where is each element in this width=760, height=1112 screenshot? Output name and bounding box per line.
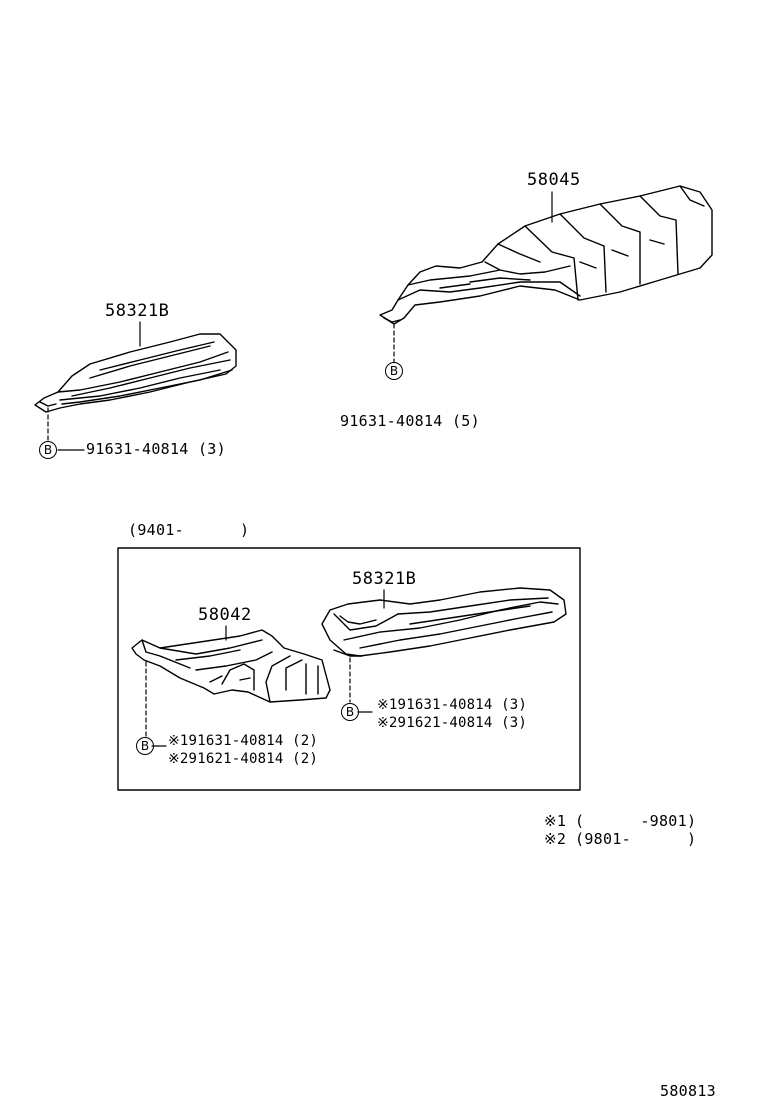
fastener-label-lower-left-2: ※291621-40814 (2) — [168, 751, 318, 767]
bolt-marker-lower-left: B — [136, 737, 154, 755]
fastener-label-lower-right-2: ※291621-40814 (3) — [377, 715, 527, 731]
bolt-marker-upper-right: B — [385, 362, 403, 380]
rear-cover-upper-drawing — [34, 333, 237, 413]
part-label-front-cover: 58042 — [198, 605, 252, 625]
bolt-marker-lower-right: B — [341, 703, 359, 721]
rear-cover-lower-drawing — [321, 587, 567, 657]
bolt-locators — [47, 323, 395, 737]
note2-range: (9801- ) — [575, 830, 697, 848]
variant-range-label: (9401- ) — [128, 521, 250, 539]
note1-mark: ※1 — [544, 812, 567, 830]
part-label-muffler-cover: 58045 — [527, 170, 581, 190]
variant-box — [117, 547, 581, 791]
fastener-label-upper-left: 91631-40814 (3) — [86, 440, 226, 458]
front-cover-drawing — [131, 629, 331, 703]
part-label-rear-cover-lower: 58321B — [352, 569, 417, 589]
fastener-label-lower-right-1: ※191631-40814 (3) — [377, 697, 527, 713]
note2-mark: ※2 — [544, 830, 567, 848]
muffler-cover-drawing — [379, 185, 713, 325]
fastener-label-upper-right: 91631-40814 (5) — [340, 412, 480, 430]
leader-lines — [57, 191, 553, 747]
part-label-rear-cover-upper: 58321B — [105, 301, 170, 321]
fastener-label-lower-left-1: ※191631-40814 (2) — [168, 733, 318, 749]
bolt-marker-upper-left: B — [39, 441, 57, 459]
diagram-code: 580813 — [660, 1082, 716, 1100]
note1-range: ( -9801) — [575, 812, 697, 830]
